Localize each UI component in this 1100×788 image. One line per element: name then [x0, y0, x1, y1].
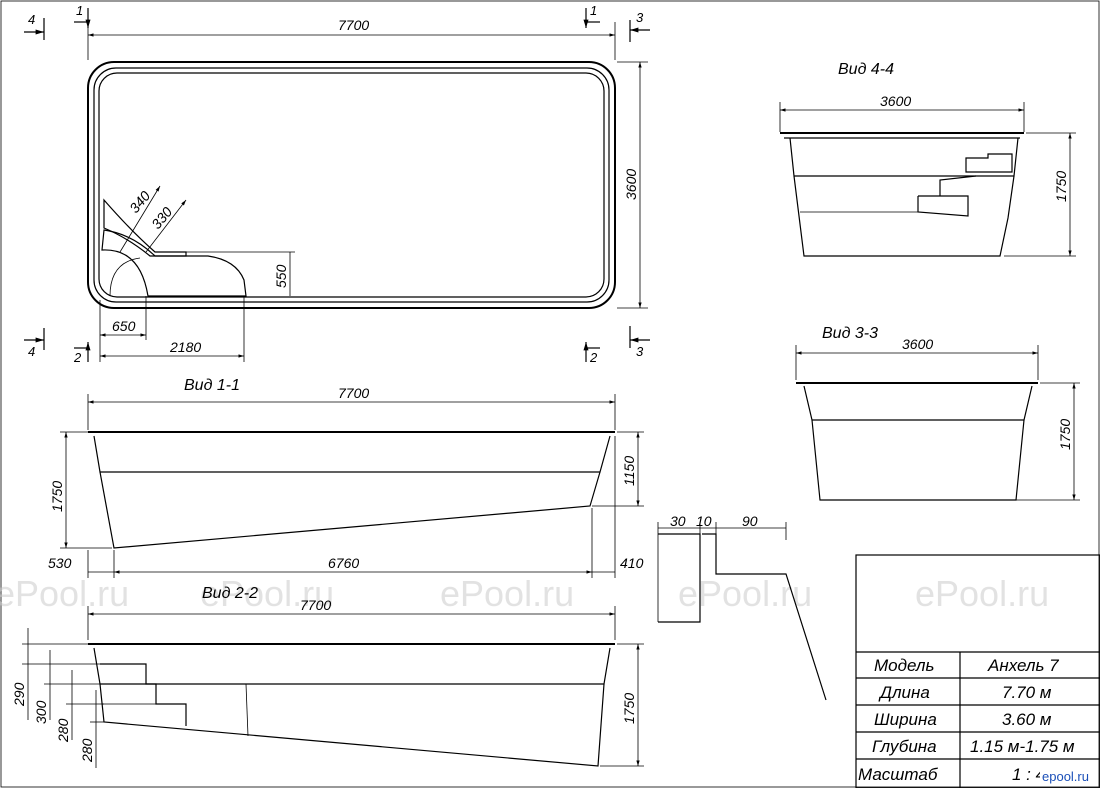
view-1-1-depth-max: 1750 [49, 481, 65, 512]
dim-width-label: 3600 [623, 169, 639, 200]
view-1-1-depth-min: 1150 [621, 456, 637, 486]
spec-value-width: 3.60 м [1002, 710, 1052, 729]
edge-dim-10: 10 [696, 513, 712, 529]
view-3-3-title: Вид 3-3 [822, 325, 878, 342]
sec1-top-right: 1 [590, 3, 597, 18]
view-3-3-depth: 1750 [1057, 419, 1073, 450]
spec-table: Модель Анхель 7 Длина 7.70 м Ширина 3.60… [855, 554, 1100, 788]
edge-dim-30: 30 [670, 513, 686, 529]
watermark-3: ePool.ru [440, 573, 574, 614]
view-2-2-depth: 1750 [621, 693, 637, 724]
sec3-top: 3 [636, 10, 644, 25]
sec3-bottom: 3 [636, 344, 644, 359]
watermark-2: ePool.ru [200, 573, 334, 614]
spec-value-length: 7.70 м [1002, 683, 1052, 702]
step-lower [101, 229, 247, 297]
view-4-4-title: Вид 4-4 [838, 61, 894, 78]
r340-line [119, 185, 161, 253]
spec-value-model: Анхель 7 [987, 656, 1059, 675]
spec-label-width: Ширина [874, 710, 937, 729]
step-dim-1: 290 [11, 682, 27, 707]
spec-label-depth: Глубина [872, 737, 937, 756]
view-3-3: Вид 3-3 3600 1750 [795, 325, 1080, 501]
edge-dim-90: 90 [742, 513, 758, 529]
epool-logo: epool.ru [1042, 769, 1089, 784]
plan-view: 340 330 550 7700 3600 650 2180 1 1 [24, 3, 650, 365]
view-1-1-slope-len: 6760 [328, 555, 359, 571]
view-1-1-left-offset: 530 [48, 555, 72, 571]
view-1-1-length: 7700 [338, 385, 369, 401]
step-dim-2: 300 [33, 700, 49, 724]
sec2-bottom-right: 2 [589, 350, 598, 365]
spec-label-model: Модель [874, 656, 934, 675]
r330-label: 330 [148, 204, 175, 232]
view-4-4-depth: 1750 [1053, 171, 1069, 202]
plan-outer-rim [87, 61, 616, 309]
sec2-bottom-left: 2 [73, 350, 82, 365]
step-dim-4: 280 [79, 738, 95, 763]
dim-2180-label: 2180 [169, 339, 201, 355]
dim-550-label: 550 [273, 264, 289, 288]
view-3-3-width: 3600 [902, 336, 933, 352]
section-markers: 1 1 4 3 4 2 2 3 [24, 3, 650, 365]
edge-detail: 30 10 90 [657, 513, 827, 701]
spec-label-length: Длина [878, 683, 930, 702]
watermark-1: ePool.ru [0, 573, 129, 614]
view-2-2: Вид 2-2 7700 1750 290 300 280 280 [11, 585, 644, 768]
dim-length-label: 7700 [338, 17, 369, 33]
watermarks: ePool.ru ePool.ru ePool.ru ePool.ru ePoo… [0, 573, 1049, 614]
step-upper [103, 198, 187, 257]
spec-value-depth: 1.15 м-1.75 м [970, 737, 1075, 756]
sec4-top: 4 [28, 12, 35, 27]
dim-650-label: 650 [112, 318, 136, 334]
view-1-1-right-offset: 410 [620, 555, 644, 571]
view-2-2-length: 7700 [300, 597, 331, 613]
view-1-1-title: Вид 1-1 [184, 377, 240, 394]
step-dim-3: 280 [55, 718, 71, 743]
plan-rim-2 [93, 67, 610, 303]
view-4-4: Вид 4-4 3600 1750 [779, 61, 1076, 257]
plan-inner-edge [98, 72, 605, 298]
sec4-bottom: 4 [28, 344, 35, 359]
view-1-1: Вид 1-1 7700 1750 1150 530 6760 410 [48, 377, 644, 578]
logo-bg [1040, 768, 1096, 784]
step-curve [109, 257, 141, 297]
view-2-2-title: Вид 2-2 [202, 585, 258, 602]
spec-label-scale: Масштаб [858, 765, 939, 784]
view-4-4-width: 3600 [880, 93, 911, 109]
r330-line [145, 199, 187, 253]
r340-label: 340 [126, 188, 153, 216]
sec1-top-left: 1 [76, 3, 83, 18]
watermark-5: ePool.ru [915, 573, 1049, 614]
